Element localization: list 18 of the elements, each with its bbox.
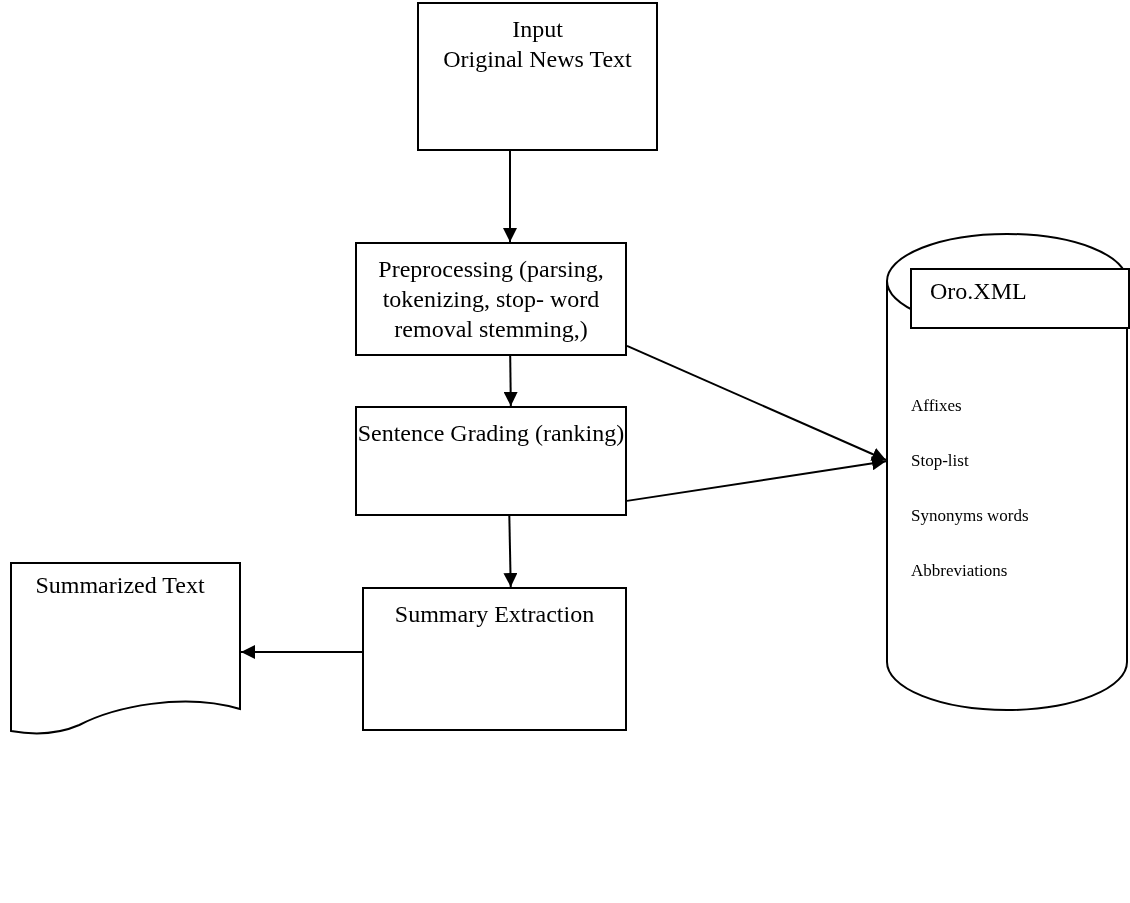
process-box: Summary Extraction (362, 587, 627, 731)
list-item: Synonyms words (911, 506, 1029, 526)
list-item: Abbreviations (911, 561, 1008, 581)
list-item: Stop-list (911, 451, 969, 471)
document-text: Summarized Text (34, 571, 206, 600)
arrow (503, 515, 518, 588)
arrow (503, 150, 517, 243)
arrow (503, 355, 518, 407)
arrow (240, 645, 363, 659)
arrow (626, 344, 887, 461)
label-box: Oro.XML (910, 268, 1130, 329)
process-box (417, 2, 658, 151)
process-box: Preprocessing (parsing, tokenizing, stop- word removal stemming,) (355, 242, 627, 356)
list-item: Affixes (911, 396, 962, 416)
box-text: Original News Text (442, 45, 633, 74)
arrow (626, 456, 887, 502)
process-box: Sentence Grading (ranking) (355, 406, 627, 516)
box-heading: Input (511, 15, 564, 44)
